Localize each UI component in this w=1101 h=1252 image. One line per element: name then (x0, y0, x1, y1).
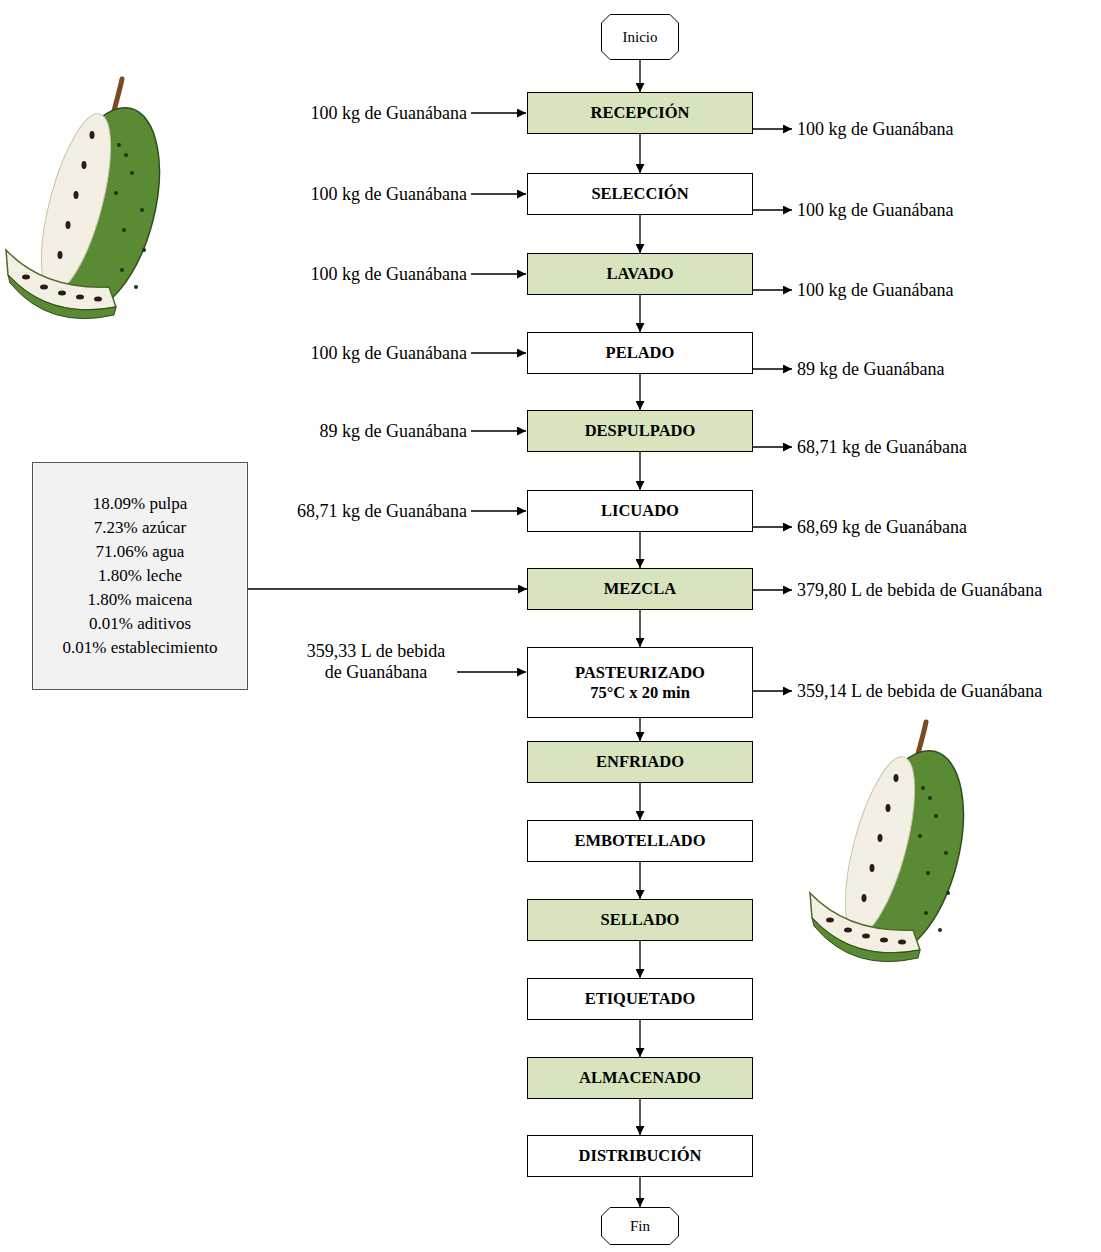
flow-arrow (639, 610, 640, 647)
output-quantity: 359,14 L de bebida de Guanábana (797, 681, 1042, 702)
process-box: EMBOTELLADO (527, 820, 753, 862)
ingredient-line: 7.23% azúcar (94, 516, 187, 540)
process-box: PASTEURIZADO75°C x 20 min (527, 647, 753, 718)
flow-arrow (639, 60, 640, 92)
flow-arrow (639, 1020, 640, 1057)
input-quantity: 68,71 kg de Guanábana (297, 501, 467, 522)
input-quantity: 100 kg de Guanábana (311, 343, 467, 364)
process-box: ENFRIADO (527, 741, 753, 783)
node-text: DESPULPADO (585, 421, 696, 441)
flow-arrow (639, 718, 640, 741)
process-box: SELLADO (527, 899, 753, 941)
node-text: LICUADO (601, 501, 679, 521)
input-quantity: 89 kg de Guanábana (320, 421, 467, 442)
output-quantity: 100 kg de Guanábana (797, 200, 953, 221)
input-quantity: 359,33 L de bebida de Guanábana (300, 641, 452, 683)
node-text: LAVADO (606, 264, 673, 284)
flow-arrow (639, 374, 640, 410)
ingredient-line: 1.80% leche (98, 564, 182, 588)
flow-arrow (639, 862, 640, 899)
process-box: DESPULPADO (527, 410, 753, 452)
input-quantity: 100 kg de Guanábana (311, 264, 467, 285)
output-arrow (753, 209, 792, 210)
output-quantity: 68,71 kg de Guanábana (797, 437, 967, 458)
node-text: SELLADO (601, 910, 680, 930)
output-arrow (753, 446, 792, 447)
node-text: MEZCLA (604, 579, 676, 599)
process-box: DISTRIBUCIÓN (527, 1135, 753, 1177)
process-box: MEZCLA (527, 568, 753, 610)
input-arrow (471, 430, 526, 431)
flow-arrow (639, 1177, 640, 1207)
start-terminal: Inicio (601, 14, 679, 60)
input-arrow (471, 273, 526, 274)
node-text: ETIQUETADO (585, 989, 696, 1009)
node-text: ALMACENADO (579, 1068, 701, 1088)
node-text: PASTEURIZADO (575, 663, 705, 683)
node-text: PELADO (606, 343, 675, 363)
node-text: 75°C x 20 min (590, 683, 690, 703)
output-quantity: 379,80 L de bebida de Guanábana (797, 580, 1042, 601)
output-arrow (753, 128, 792, 129)
process-box: ALMACENADO (527, 1057, 753, 1099)
ingredient-line: 0.01% aditivos (89, 612, 191, 636)
node-text: Fin (630, 1217, 650, 1235)
input-arrow (471, 510, 526, 511)
terminal-shape (602, 1208, 679, 1245)
output-arrow (753, 289, 792, 290)
input-arrow (471, 112, 526, 113)
node-text: RECEPCIÓN (590, 103, 689, 123)
input-quantity: 100 kg de Guanábana (311, 184, 467, 205)
output-arrows (753, 129, 792, 691)
node-text: DISTRIBUCIÓN (579, 1146, 702, 1166)
flow-arrow (248, 588, 527, 589)
process-box: ETIQUETADO (527, 978, 753, 1020)
output-arrow (753, 368, 792, 369)
terminal-shape (602, 15, 679, 60)
end-terminal: Fin (601, 1207, 679, 1245)
ingredient-line: 18.09% pulpa (93, 492, 187, 516)
flow-arrow (639, 1099, 640, 1135)
soursop-illustration (6, 79, 179, 324)
output-quantity: 68,69 kg de Guanábana (797, 517, 967, 538)
flow-arrow (639, 134, 640, 173)
input-arrow (471, 193, 526, 194)
process-box: PELADO (527, 332, 753, 374)
output-quantity: 100 kg de Guanábana (797, 119, 953, 140)
process-box: SELECCIÓN (527, 173, 753, 215)
input-arrow (457, 671, 526, 672)
input-quantity: 100 kg de Guanábana (311, 103, 467, 124)
ingredient-line: 1.80% maicena (88, 588, 193, 612)
output-arrow (753, 526, 792, 527)
formulation-box: 18.09% pulpa7.23% azúcar71.06% agua1.80%… (32, 462, 248, 690)
soursop-illustration (810, 722, 983, 967)
ingredient-line: 0.01% establecimiento (63, 636, 218, 660)
node-text: SELECCIÓN (591, 184, 688, 204)
connector-layer (248, 60, 640, 1207)
flow-arrow (639, 941, 640, 978)
node-text: ENFRIADO (596, 752, 684, 772)
node-text: Inicio (623, 28, 658, 46)
output-quantity: 89 kg de Guanábana (797, 359, 944, 380)
flow-arrow (639, 215, 640, 253)
output-quantity: 100 kg de Guanábana (797, 280, 953, 301)
process-box: RECEPCIÓN (527, 92, 753, 134)
flow-arrow (639, 532, 640, 568)
process-box: LICUADO (527, 490, 753, 532)
flow-arrow (639, 295, 640, 332)
flow-arrow (639, 783, 640, 820)
input-arrows (457, 113, 526, 672)
process-box: LAVADO (527, 253, 753, 295)
flow-arrow (639, 452, 640, 490)
ingredient-line: 71.06% agua (96, 540, 185, 564)
output-arrow (753, 589, 792, 590)
input-arrow (471, 352, 526, 353)
node-text: EMBOTELLADO (574, 831, 705, 851)
output-arrow (753, 690, 792, 691)
